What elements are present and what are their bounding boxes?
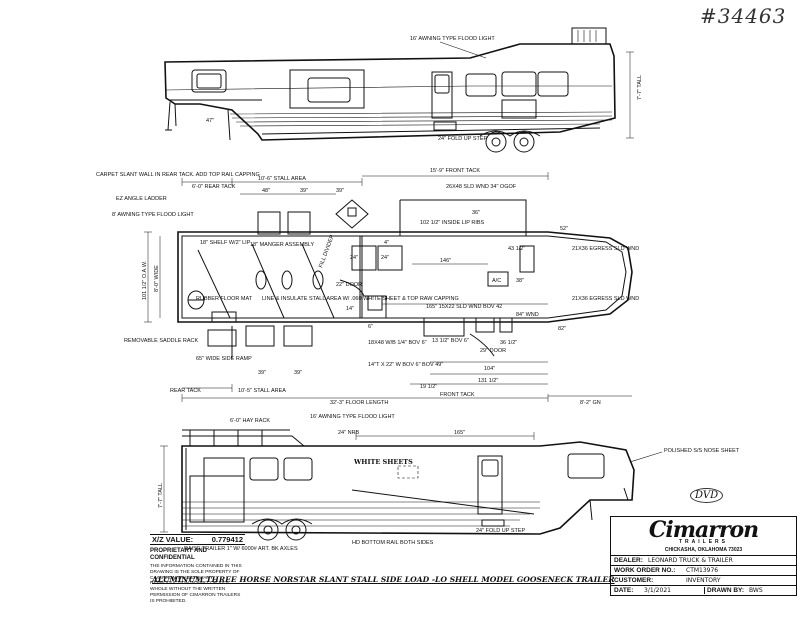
dim-19: 19 1/2" [420,384,437,390]
customer-row: CUSTOMER: INVENTORY [611,575,796,585]
svg-text:24": 24" [350,255,358,261]
dim-39c: 39" [258,370,266,376]
ac-label: A/C [492,278,501,284]
rear-tack-bottom-label: REAR TACK [170,388,201,394]
work-order-row: WORK ORDER NO.: CTM13976 [611,565,796,575]
carpet-slant-label: CARPET SLANT WALL IN REAR TACK. ADD TOP … [96,172,260,178]
dim-146: 146" [440,258,451,264]
dim-39b: 39" [336,188,344,194]
floor-length-label: 32'-3" FLOOR LENGTH [330,400,388,406]
date-value: 3/1/2021 [644,587,671,594]
raise-trailer-label: RAISE TRAILER 1" W/ 6000# ART. BK AXLES [184,546,298,552]
wnd-bot-1-label: 18X48 W/B 1/4" BOV 6" [368,340,427,346]
date-label: DATE: [614,587,634,594]
top-elevation: 7'-7" TALL 16' AWNING TYPE FLOOD LIGHT 2… [164,27,643,153]
nrb-label: 24" NRB [338,430,360,436]
bottom-tall-label: 7'-7" TALL [158,483,164,508]
dim-43: 43 1/2" [508,246,525,252]
wnd-top-label: 26X48 SLD WND 34" OGOF [446,184,517,190]
proprietary-title: PROPRIETARY AND CONFIDENTIAL [150,548,208,561]
manger-label: 18" MANGER ASSEMBLY [250,242,315,248]
wide-label: 8'-0" WIDE [154,265,160,292]
polished-label: POLISHED S/S NOSE SHEET [664,448,740,454]
dim-104: 104" [484,366,495,372]
drawn-by-label: DRAWN BY: [704,587,749,594]
rubber-mat-label: RUBBER FLOOR MAT [196,296,253,302]
dim-82: 82" [558,326,566,332]
dim-52: 52" [560,226,568,232]
hay-rack-label: 6'-0" HAY RACK [230,418,270,424]
door-29-label: 29" DOOR [480,348,506,354]
xz-value: 0.779412 [211,535,243,544]
bottom-awning-label: 16' AWNING TYPE FLOOD LIGHT [310,414,395,420]
xz-value-row: X/Z VALUE: 0.779412 [150,534,245,545]
info-panel: X/Z VALUE: 0.779412 PROPRIETARY AND CONF… [150,534,245,605]
svg-text:24": 24" [381,255,389,261]
wnd-bot-2-label: 14"T X 22" W BOV 6" BOV 49" [368,362,443,368]
dim-6: 6" [368,324,373,330]
date-row: DATE: 3/1/2021 DRAWN BY: BWS [611,585,796,595]
drawn-by-value: BWS [749,587,763,594]
customer-value: INVENTORY [686,577,721,584]
ez-angle-label: EZ ANGLE LADDER [116,196,167,202]
dim-48: 48" [262,188,270,194]
dim-131: 131 1/2" [478,378,498,384]
hd-bottom-label: HD BOTTOM RAIL BOTH SIDES [352,540,434,546]
side-ramp-label: 65" WIDE SIDE RAMP [196,356,252,362]
fill-divider-label: FILL DIVIDER [318,234,335,269]
fold-step-label: 24" FOLD UP STEP [476,528,526,534]
floor-plan: 24" 24" [96,168,639,406]
shelf-label: 18" SHELF W/2" LIP [200,240,251,246]
wnd-84-label: 84" WND [516,312,539,318]
dim-38: 38" [516,278,524,284]
work-order-label: WORK ORDER NO.: [614,567,676,574]
dim-14: 14" [346,306,354,312]
initials-stamp: DVD [690,488,724,503]
dim-4: 4" [384,240,389,246]
oaw-label: 101 1/2" O.A.W. [142,260,148,300]
stall-area-top-label: 10'-6" STALL AREA [258,176,306,182]
ribs-label: 102 1/2" INSIDE LIP RIBS [420,220,485,226]
work-order-value: CTM13976 [686,567,719,574]
wnd-bot-3-label: 165" 15X22 SLD WND BOV 42 [426,304,502,310]
xz-label: X/Z VALUE: [152,535,194,544]
gn-label: 8'-2" GN [580,400,601,406]
dim-36-half: 36 1/2" [500,340,517,346]
dealer-label: DEALER: [614,557,643,564]
stall-area-bottom-label: 10'-5" STALL AREA [238,388,286,394]
rear-tack-top-label: 6'-0" REAR TACK [192,184,236,190]
awning-8-label: 8' AWNING TYPE FLOOD LIGHT [112,212,194,218]
bottom-elevation: 7'-7" TALL 6'-0" HAY RACK 16' AWNING TYP… [158,414,740,552]
company-logo: Cimarron [648,517,759,543]
company-address: CHICKASHA, OKLAHOMA 73023 [664,547,743,553]
proprietary-body: THE INFORMATION CONTAINED IN THIS DRAWIN… [150,564,242,604]
customer-label: CUSTOMER: [614,577,654,584]
line-insulate-label: LINE & INSULATE STALL AREA W/ .060 WHITE… [262,296,459,302]
egress-1-label: 21X36 EGRESS SLD WND [572,246,639,252]
bov-label: 13 1/2" BOV 6" [432,338,469,344]
title-block: Cimarron TRAILERS CHICKASHA, OKLAHOMA 73… [610,516,797,596]
dim-39a: 39" [300,188,308,194]
dealer-row: DEALER: LEONARD TRUCK & TRAILER [611,555,796,565]
top-tall-label: 7'-7" TALL [637,75,643,100]
white-sheets-label: WHITE SHEETS [353,458,413,466]
dim-39d: 39" [294,370,302,376]
drawing-caption: ALUMINUM THREE HORSE NORSTAR SLANT STALL… [152,575,615,584]
front-tack-bottom-label: FRONT TACK [440,392,475,398]
top-step-label: 24" FOLD UP STEP [438,136,488,142]
door-22-label: 22" DOOR [336,282,362,288]
front-tack-top-label: 15'-9" FRONT TACK [430,168,480,174]
egress-2-label: 21X36 EGRESS SLD WND [572,296,639,302]
top-awning-label: 16' AWNING TYPE FLOOD LIGHT [410,36,495,42]
saddle-rack-label: REMOVABLE SADDLE RACK [124,338,199,344]
logo-subtitle: TRAILERS [679,539,728,545]
dealer-value: LEONARD TRUCK & TRAILER [648,557,733,564]
document-number: #34463 [700,4,787,28]
dim-165-label: 165" [454,430,465,436]
svg-text:47": 47" [206,118,214,124]
dim-36: 36" [472,210,480,216]
